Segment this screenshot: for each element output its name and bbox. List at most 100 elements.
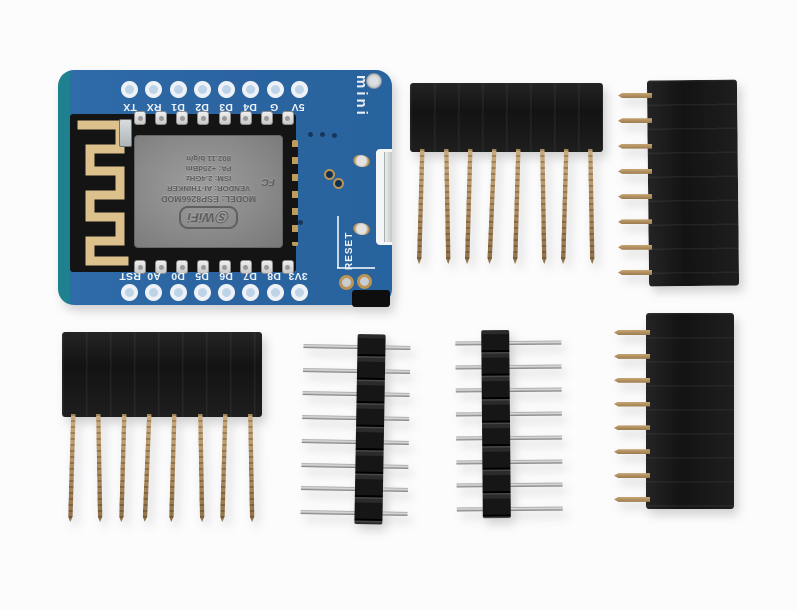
pin xyxy=(248,414,254,522)
pin xyxy=(155,260,168,274)
pin xyxy=(614,353,650,359)
pin xyxy=(618,118,652,124)
shield-print: Ⓢ WiFi MODEL: ESP8266MOD VENDOR: AI-THIN… xyxy=(135,136,282,247)
pin xyxy=(242,81,260,98)
mounting-hole xyxy=(366,73,382,89)
header-body xyxy=(646,79,740,287)
male-header-center-right xyxy=(455,328,563,519)
pin xyxy=(121,81,138,98)
pin xyxy=(176,111,189,125)
pin xyxy=(134,260,146,274)
female-header-bottom-right xyxy=(614,313,736,513)
header-body xyxy=(646,313,734,509)
wifi-logo: Ⓢ WiFi xyxy=(179,206,238,229)
header-body xyxy=(62,332,262,417)
male-header-center-left xyxy=(300,334,411,525)
stackable-header-bottom-left xyxy=(62,332,262,524)
reset-silkscreen-label: RESET xyxy=(344,231,355,270)
pin xyxy=(119,414,127,522)
pin xyxy=(176,260,189,274)
pin xyxy=(487,149,496,264)
pin xyxy=(155,111,168,125)
via xyxy=(298,220,303,225)
pcb-antenna-icon xyxy=(77,120,129,266)
pin-label-d0: D0 xyxy=(171,270,185,282)
pin xyxy=(266,284,284,301)
metal-shield: Ⓢ WiFi MODEL: ESP8266MOD VENDOR: AI-THIN… xyxy=(134,135,283,248)
pin-holes-bottom xyxy=(121,284,308,301)
pin xyxy=(169,284,187,301)
header-body xyxy=(354,334,386,525)
pin xyxy=(444,149,451,264)
pin xyxy=(614,473,650,479)
header-pins xyxy=(614,330,650,502)
castellation-pads-right xyxy=(292,140,298,246)
pin xyxy=(540,149,547,264)
pin xyxy=(218,111,231,125)
pin xyxy=(618,244,652,250)
wifi-logo-text: WiFi xyxy=(187,210,215,225)
pin-label-d7: D7 xyxy=(243,270,257,282)
via xyxy=(332,133,337,138)
pin-holes-top xyxy=(121,81,308,98)
pin-label-3v3: 3V3 xyxy=(288,270,308,282)
pin xyxy=(239,111,252,125)
pin-label-d8: D8 xyxy=(267,270,281,282)
shield-80211-line: 802.11 b/g/n xyxy=(186,154,231,163)
pin xyxy=(145,284,163,301)
pin xyxy=(197,111,210,125)
silkscreen-line xyxy=(337,216,339,268)
castellation-pads-bottom xyxy=(134,260,294,274)
pin xyxy=(218,260,231,274)
pin xyxy=(290,284,308,301)
pin xyxy=(290,81,308,98)
pin xyxy=(614,330,650,335)
pin xyxy=(614,449,650,455)
pin-label-d5: D5 xyxy=(195,270,209,282)
pin xyxy=(143,414,152,522)
pin-label-rst: RST xyxy=(119,270,141,282)
via xyxy=(324,169,335,180)
pin xyxy=(618,168,652,174)
mini-silkscreen-label: mini xyxy=(353,75,370,118)
pin xyxy=(218,81,236,98)
female-header-top-right xyxy=(618,79,740,288)
header-pins xyxy=(420,149,593,264)
silkscreen-line xyxy=(337,267,375,269)
micro-usb-connector xyxy=(376,149,392,245)
fcc-mark: FC xyxy=(261,176,275,187)
shield-pa-line: PA: +25dBm xyxy=(185,164,232,173)
d1-mini-board: TX RX D1 D2 D3 D4 G 5V Ⓢ WiFi xyxy=(58,70,392,307)
pin-labels-bottom: RST A0 D0 D5 D6 D7 D8 3V3 xyxy=(118,269,311,282)
pin xyxy=(614,425,650,431)
pin xyxy=(260,111,273,125)
pin xyxy=(614,401,650,407)
reset-button xyxy=(352,290,390,307)
pin xyxy=(121,284,138,301)
header-pins xyxy=(618,93,652,275)
through-hole-pad xyxy=(357,274,372,289)
pin xyxy=(145,81,163,98)
smd-component xyxy=(119,119,132,147)
pin xyxy=(618,269,652,275)
pin xyxy=(614,496,650,502)
esp8266-module: Ⓢ WiFi MODEL: ESP8266MOD VENDOR: AI-THIN… xyxy=(70,111,298,274)
pin xyxy=(281,260,294,274)
pin xyxy=(266,81,284,98)
via xyxy=(333,178,344,189)
pin xyxy=(197,260,210,274)
shield-ism-line: ISM: 2.4GHz xyxy=(185,174,232,183)
pin xyxy=(417,149,425,264)
pin xyxy=(242,284,260,301)
pin-label-d6: D6 xyxy=(219,270,233,282)
pin xyxy=(193,284,211,301)
pin xyxy=(193,81,211,98)
pin xyxy=(588,149,595,264)
shield-vendor-line: VENDOR: AI-THINKER xyxy=(166,184,251,193)
header-body xyxy=(481,329,511,519)
pin-label-a0: A0 xyxy=(147,270,161,282)
pin xyxy=(260,260,273,274)
shield-model-line: MODEL: ESP8266MOD xyxy=(160,194,257,204)
pin xyxy=(465,149,473,264)
